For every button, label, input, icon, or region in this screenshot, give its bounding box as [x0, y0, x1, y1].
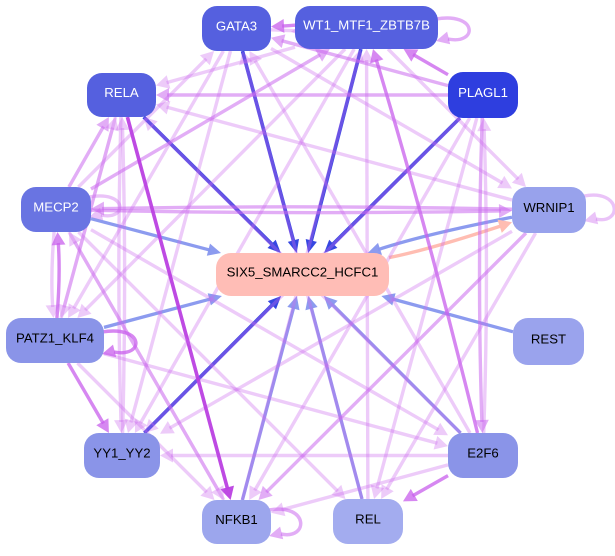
svg-text:NFKB1: NFKB1	[215, 512, 258, 527]
svg-text:MECP2: MECP2	[33, 200, 78, 215]
svg-text:E2F6: E2F6	[467, 446, 499, 461]
svg-text:GATA3: GATA3	[216, 19, 257, 34]
svg-text:PLAGL1: PLAGL1	[458, 85, 508, 100]
svg-text:REST: REST	[531, 332, 566, 347]
svg-text:YY1_YY2: YY1_YY2	[93, 446, 150, 461]
svg-text:REL: REL	[355, 512, 381, 527]
svg-text:WRNIP1: WRNIP1	[523, 200, 574, 215]
svg-text:PATZ1_KLF4: PATZ1_KLF4	[16, 331, 94, 346]
svg-text:WT1_MTF1_ZBTB7B: WT1_MTF1_ZBTB7B	[303, 18, 430, 33]
svg-text:SIX5_SMARCC2_HCFC1: SIX5_SMARCC2_HCFC1	[227, 265, 379, 280]
svg-text:RELA: RELA	[104, 85, 139, 100]
